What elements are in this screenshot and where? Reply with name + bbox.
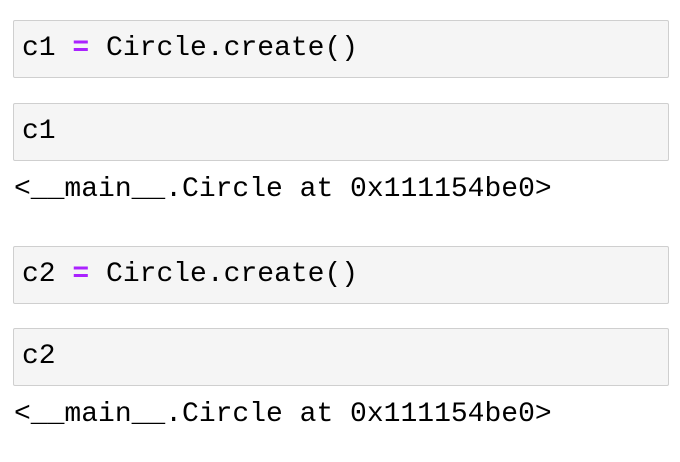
code-token-variable: c2 xyxy=(22,341,56,372)
code-input-c1-assignment[interactable]: c1 = Circle.create() xyxy=(13,20,669,78)
code-input-c2-assignment[interactable]: c2 = Circle.create() xyxy=(13,246,669,304)
code-token-expression: Circle.create() xyxy=(89,33,359,64)
code-token-variable: c1 xyxy=(22,116,56,147)
cell-output-c2-repr: <__main__.Circle at 0x111154be0> xyxy=(14,399,552,430)
code-token-variable: c2 xyxy=(22,259,73,290)
assignment-operator: = xyxy=(72,259,90,290)
cell-output-c1-repr: <__main__.Circle at 0x111154be0> xyxy=(14,174,552,205)
code-token-expression: Circle.create() xyxy=(89,259,359,290)
code-input-c2[interactable]: c2 xyxy=(13,328,669,386)
code-token-variable: c1 xyxy=(22,33,73,64)
code-input-c1[interactable]: c1 xyxy=(13,103,669,161)
assignment-operator: = xyxy=(72,33,90,64)
